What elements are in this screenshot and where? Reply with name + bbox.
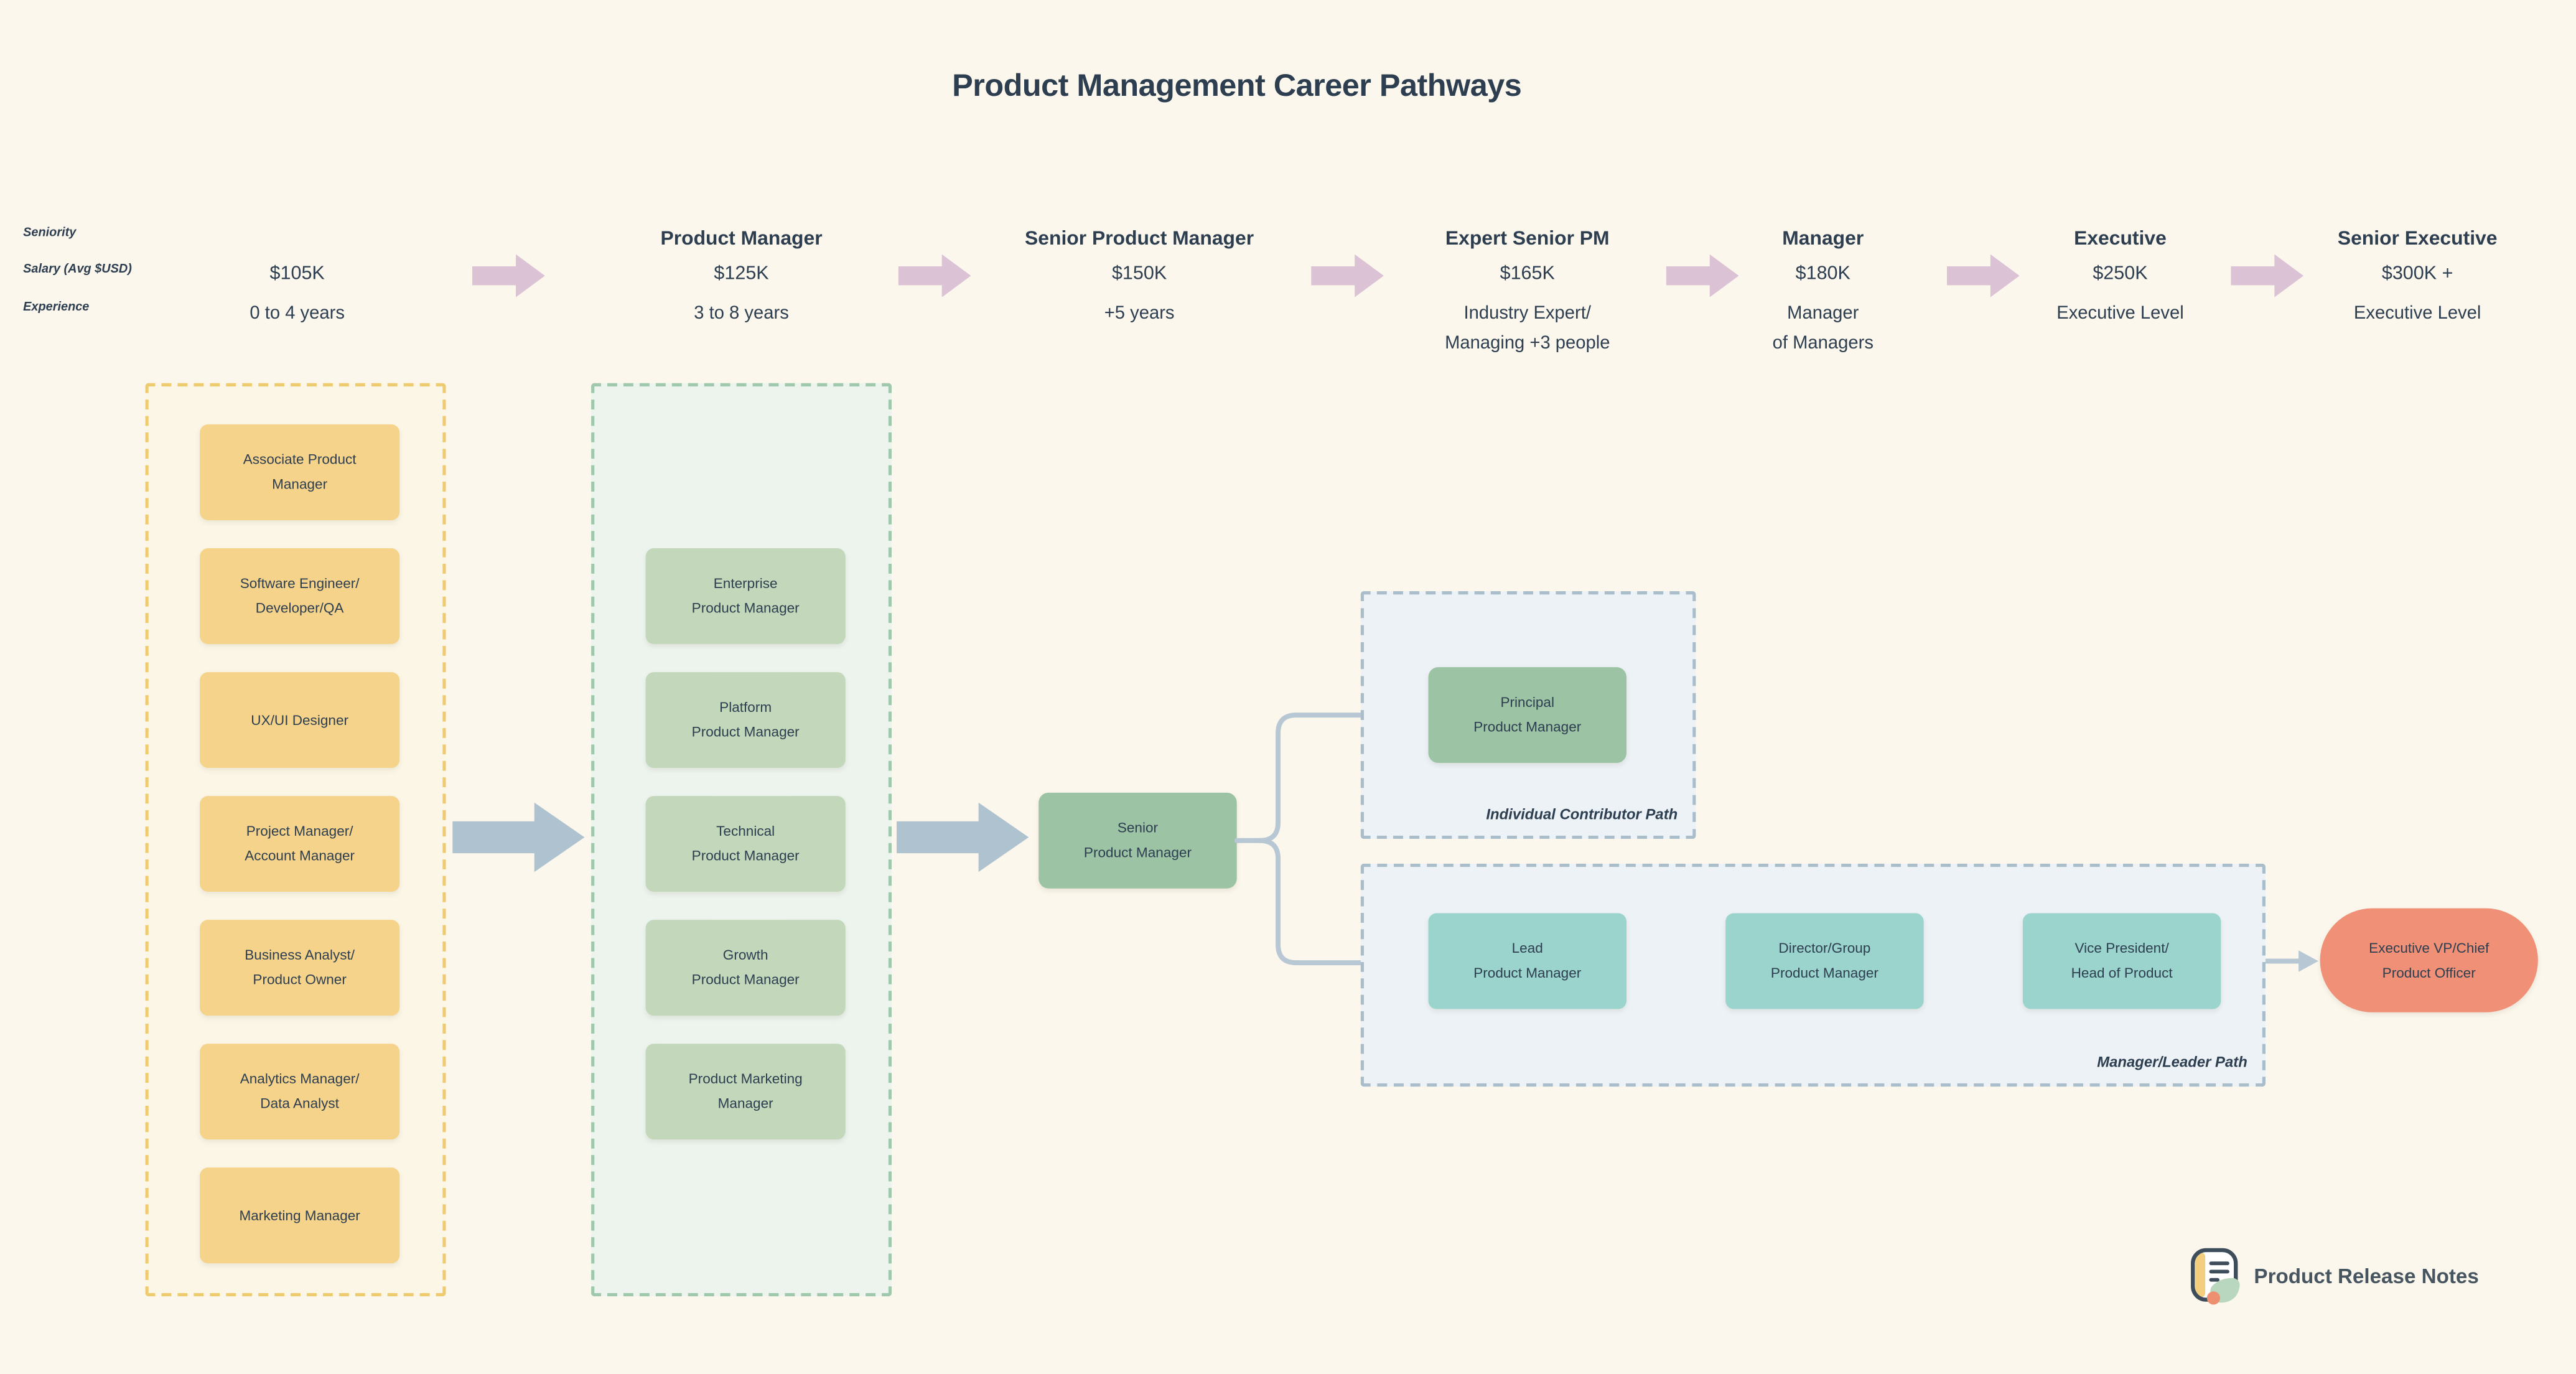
entry-to-pm-arrow-icon xyxy=(452,802,585,872)
level-arrow-icon xyxy=(1946,254,2020,297)
entry-role-box: Software Engineer/ Developer/QA xyxy=(200,548,400,644)
pm-to-senior-arrow-icon xyxy=(897,802,1029,872)
level-salary: $250K xyxy=(2093,264,2148,284)
entry-role-box: Marketing Manager xyxy=(200,1167,400,1264)
level-arrow-icon xyxy=(472,254,545,297)
leader-path-label: Manager/Leader Path xyxy=(2097,1054,2247,1070)
level-title: Senior Product Manager xyxy=(1025,226,1254,250)
pm-specializations-container: Enterprise Product Manager Platform Prod… xyxy=(591,383,892,1297)
level-title: Product Manager xyxy=(660,226,823,250)
level-salary: $180K xyxy=(1795,264,1850,284)
brand-name: Product Release Notes xyxy=(2254,1264,2479,1288)
level-arrow-icon xyxy=(898,254,971,297)
level-experience: Industry Expert/ Managing +3 people xyxy=(1445,304,1610,353)
level-arrow-icon xyxy=(1666,254,1739,297)
level-salary: $300K + xyxy=(2381,264,2453,284)
brand-logo: Product Release Notes xyxy=(2188,1245,2479,1308)
level-salary: $105K xyxy=(269,264,325,284)
executive-vp-cpo-box: Executive VP/Chief Product Officer xyxy=(2320,908,2538,1012)
entry-roles-container: Associate Product Manager Software Engin… xyxy=(145,383,446,1297)
level-experience: Manager of Managers xyxy=(1772,304,1874,353)
level-title: Manager xyxy=(1782,226,1864,250)
entry-role-box: UX/UI Designer xyxy=(200,672,400,769)
level-salary: $150K xyxy=(1111,264,1167,284)
level-title: Senior Executive xyxy=(2337,226,2498,250)
page-title: Product Management Career Pathways xyxy=(952,69,1522,105)
senior-product-manager-box: Senior Product Manager xyxy=(1038,792,1237,889)
director-group-pm-box: Director/Group Product Manager xyxy=(1725,913,1924,1009)
level-experience: Executive Level xyxy=(2353,304,2481,324)
axis-label-salary: Salary (Avg $USD) xyxy=(23,261,132,276)
level-salary: $125K xyxy=(714,264,769,284)
entry-role-box: Analytics Manager/ Data Analyst xyxy=(200,1044,400,1140)
pm-specialization-box: Technical Product Manager xyxy=(645,796,846,892)
pm-specialization-box: Product Marketing Manager xyxy=(645,1044,846,1140)
level-experience: Executive Level xyxy=(2056,304,2184,324)
level-arrow-icon xyxy=(1311,254,1384,297)
pm-specialization-box: Enterprise Product Manager xyxy=(645,548,846,644)
level-experience: +5 years xyxy=(1104,304,1175,324)
entry-role-box: Business Analyst/ Product Owner xyxy=(200,920,400,1016)
ic-path-label: Individual Contributor Path xyxy=(1486,806,1678,823)
principal-product-manager-box: Principal Product Manager xyxy=(1428,667,1626,764)
axis-label-experience: Experience xyxy=(23,299,90,314)
lead-product-manager-box: Lead Product Manager xyxy=(1428,913,1626,1009)
axis-label-seniority: Seniority xyxy=(23,224,77,240)
release-notes-icon xyxy=(2191,1248,2240,1305)
level-arrow-icon xyxy=(2231,254,2304,297)
level-title: Expert Senior PM xyxy=(1445,226,1610,250)
entry-role-box: Associate Product Manager xyxy=(200,424,400,520)
pm-specialization-box: Platform Product Manager xyxy=(645,672,846,769)
entry-role-box: Project Manager/ Account Manager xyxy=(200,796,400,892)
level-experience: 3 to 8 years xyxy=(694,304,789,324)
pm-specialization-box: Growth Product Manager xyxy=(645,920,846,1016)
level-salary: $165K xyxy=(1500,264,1555,284)
level-experience: 0 to 4 years xyxy=(250,304,345,324)
level-title: Executive xyxy=(2074,226,2167,250)
vp-head-of-product-box: Vice President/ Head of Product xyxy=(2022,913,2221,1009)
